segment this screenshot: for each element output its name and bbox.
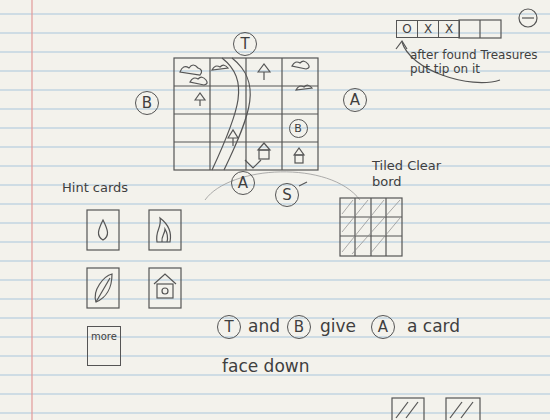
handwritten-note: and xyxy=(248,316,288,336)
handwritten-note: Hint cards xyxy=(62,180,182,196)
hint-card: more xyxy=(87,326,121,366)
node-text: B xyxy=(294,122,302,135)
margin-line xyxy=(31,0,32,420)
circled-letter: T xyxy=(233,32,257,56)
node-text: T xyxy=(240,35,249,53)
node-text: O xyxy=(402,22,411,36)
circled-letter: B xyxy=(135,91,159,115)
circled-letter: A xyxy=(371,315,395,339)
node-text: A xyxy=(378,318,388,336)
score-cell: O xyxy=(396,20,418,38)
node-text: A xyxy=(238,174,248,192)
circled-letter: B xyxy=(289,119,308,138)
node-text: B xyxy=(294,318,304,336)
circled-letter: S xyxy=(275,183,299,207)
node-text: B xyxy=(142,94,152,112)
circled-letter: T xyxy=(217,315,241,339)
handwritten-note: face down xyxy=(222,356,352,376)
node-text: X xyxy=(424,22,432,36)
node-text: S xyxy=(282,186,292,204)
score-cell: X xyxy=(438,20,460,38)
score-cell: X xyxy=(417,20,439,38)
ruled-lines xyxy=(0,14,550,413)
handwritten-note: after found Treasures put tip on it xyxy=(410,48,540,77)
circled-letter: A xyxy=(343,88,367,112)
handwritten-note: a card xyxy=(407,316,527,336)
circled-letter: B xyxy=(287,315,311,339)
node-text: more xyxy=(91,331,117,342)
node-text: A xyxy=(350,91,360,109)
node-text: T xyxy=(224,318,233,336)
handwritten-note: give xyxy=(320,316,365,336)
circled-letter: A xyxy=(231,171,255,195)
node-text: X xyxy=(445,22,453,36)
handwritten-note: Tiled Clear bord xyxy=(372,158,462,189)
